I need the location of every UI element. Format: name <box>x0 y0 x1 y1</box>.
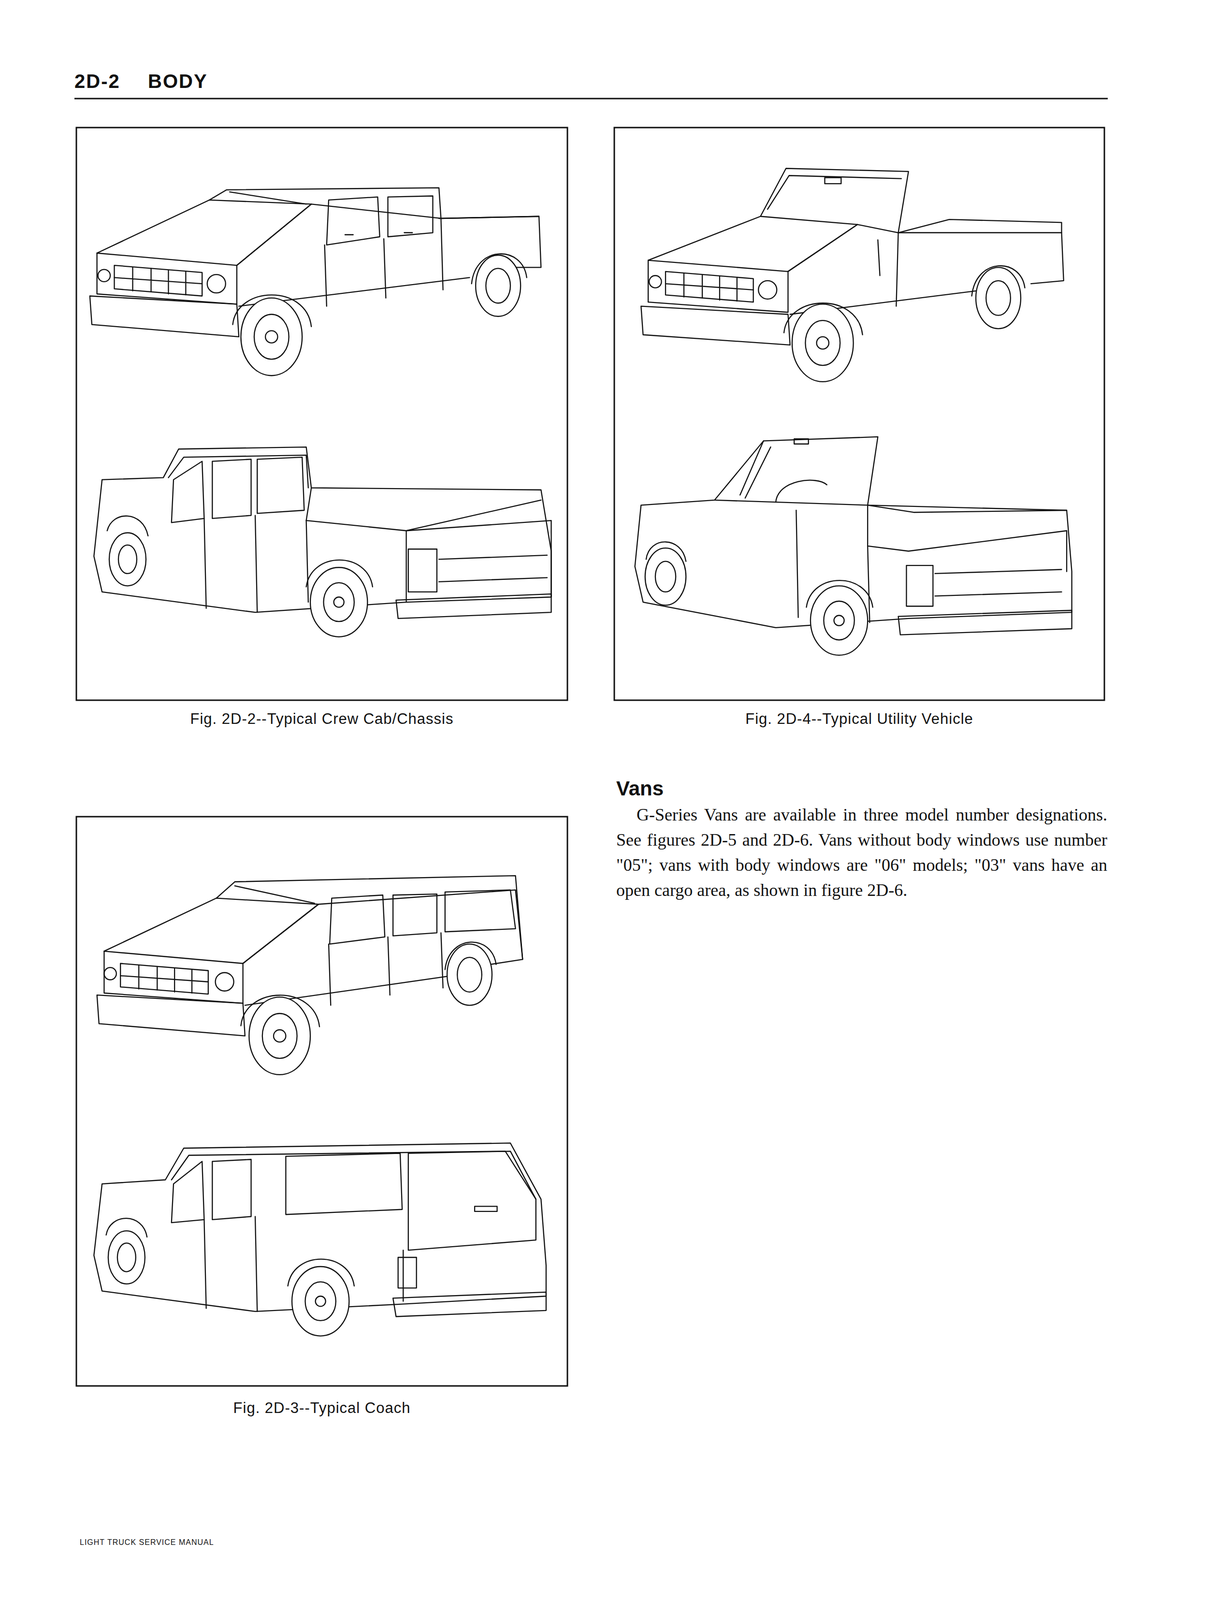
coach-front-drawing <box>97 875 523 1075</box>
figure-caption: Fig. 2D-3--Typical Coach <box>76 1399 568 1418</box>
figure-frame <box>76 127 568 701</box>
footer-text: LIGHT TRUCK SERVICE MANUAL <box>79 1538 215 1548</box>
figure-frame <box>614 127 1105 701</box>
figure-caption: Fig. 2D-2--Typical Crew Cab/Chassis <box>76 710 568 728</box>
section-heading: Vans <box>616 777 664 801</box>
page-number: 2D-2 <box>74 70 121 93</box>
crew-cab-rear-drawing <box>93 447 551 638</box>
body-paragraph: G-Series Vans are available in three mod… <box>616 802 1108 903</box>
section-title: BODY <box>147 70 208 93</box>
utility-vehicle-rear-drawing <box>635 436 1072 656</box>
figure-frame <box>76 816 568 1387</box>
utility-vehicle-front-drawing <box>640 168 1064 382</box>
header-rule <box>74 98 1108 100</box>
coach-rear-drawing <box>93 1143 547 1336</box>
figure-caption: Fig. 2D-4--Typical Utility Vehicle <box>614 710 1105 728</box>
crew-cab-front-drawing <box>89 188 542 377</box>
